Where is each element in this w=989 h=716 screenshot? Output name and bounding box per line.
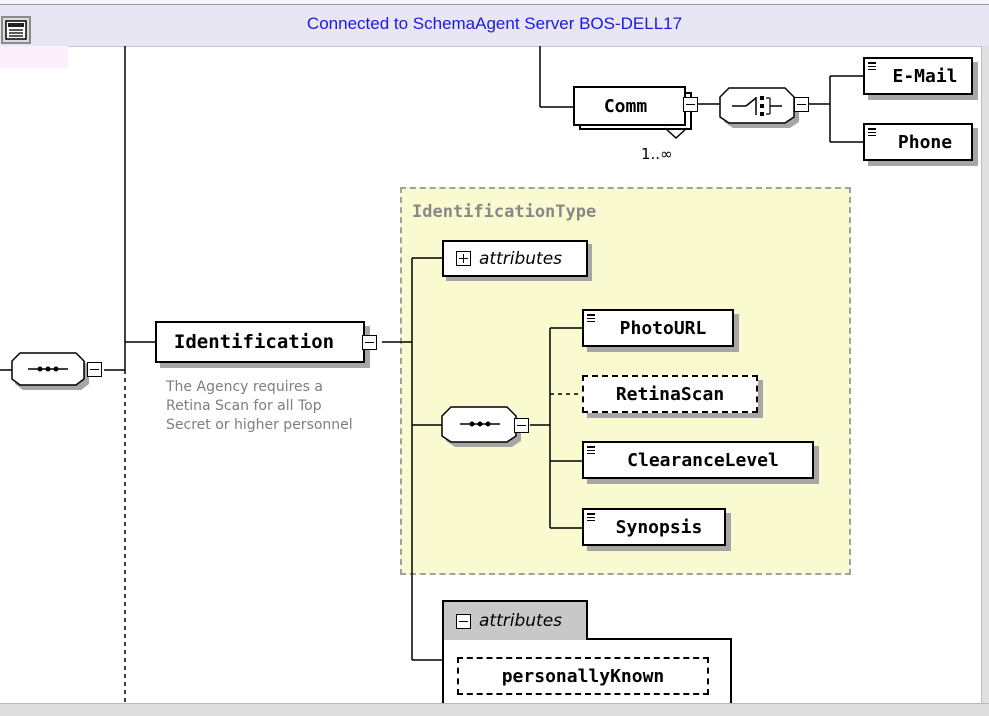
connection-status: Connected to SchemaAgent Server BOS-DELL… bbox=[306, 14, 683, 33]
clearance-level-label: ClearanceLevel bbox=[627, 449, 779, 471]
photo-url-element[interactable]: PhotoURL bbox=[582, 309, 734, 347]
retina-scan-label: RetinaScan bbox=[615, 383, 725, 405]
identification-element[interactable]: Identification bbox=[155, 321, 365, 363]
email-label: E-Mail bbox=[892, 65, 958, 87]
selection-highlight bbox=[0, 46, 68, 68]
synopsis-element[interactable]: Synopsis bbox=[582, 508, 726, 546]
collapse-icon[interactable] bbox=[456, 613, 471, 629]
synopsis-label: Synopsis bbox=[615, 516, 703, 538]
collapse-icon[interactable] bbox=[362, 335, 377, 350]
collapse-icon[interactable] bbox=[87, 362, 102, 377]
comm-multiplicity: 1..∞ bbox=[641, 145, 673, 163]
attributes-expanded[interactable]: attributes bbox=[442, 600, 588, 640]
inner-sequence-compositor[interactable] bbox=[440, 403, 524, 447]
simple-content-icon bbox=[587, 314, 595, 324]
collapse-icon[interactable] bbox=[794, 97, 809, 112]
personally-known-attribute[interactable]: personallyKnown bbox=[457, 657, 709, 695]
retina-scan-element[interactable]: RetinaScan bbox=[582, 375, 758, 413]
identification-label: Identification bbox=[173, 331, 335, 353]
clearance-level-element[interactable]: ClearanceLevel bbox=[582, 441, 814, 479]
identification-annotation: The Agency requires a Retina Scan for al… bbox=[166, 379, 353, 433]
status-bar bbox=[0, 0, 989, 47]
simple-content-icon bbox=[868, 128, 876, 138]
left-sequence-compositor[interactable] bbox=[10, 350, 92, 390]
collapse-icon[interactable] bbox=[514, 418, 529, 433]
phone-element[interactable]: Phone bbox=[863, 123, 973, 161]
expand-icon[interactable] bbox=[456, 251, 471, 266]
horizontal-scrollbar[interactable] bbox=[0, 703, 989, 716]
phone-label: Phone bbox=[897, 131, 953, 153]
simple-content-icon bbox=[587, 513, 595, 523]
document-view-icon[interactable] bbox=[1, 16, 31, 44]
complex-type-label: IdentificationType bbox=[412, 202, 597, 222]
choice-compositor[interactable] bbox=[718, 84, 802, 128]
vertical-scrollbar[interactable] bbox=[981, 46, 989, 703]
personally-known-label: personallyKnown bbox=[501, 665, 665, 687]
comm-label: Comm bbox=[603, 95, 648, 117]
attributes-label: attributes bbox=[479, 611, 563, 631]
simple-content-icon bbox=[587, 446, 595, 456]
attributes-collapsed[interactable]: attributes bbox=[442, 240, 588, 277]
photo-url-label: PhotoURL bbox=[619, 317, 707, 339]
collapse-icon[interactable] bbox=[683, 97, 698, 112]
comm-element[interactable]: Comm bbox=[573, 86, 686, 126]
simple-content-icon bbox=[868, 62, 876, 72]
email-element[interactable]: E-Mail bbox=[863, 57, 973, 95]
top-edge bbox=[0, 0, 989, 5]
attributes-label: attributes bbox=[479, 248, 563, 269]
